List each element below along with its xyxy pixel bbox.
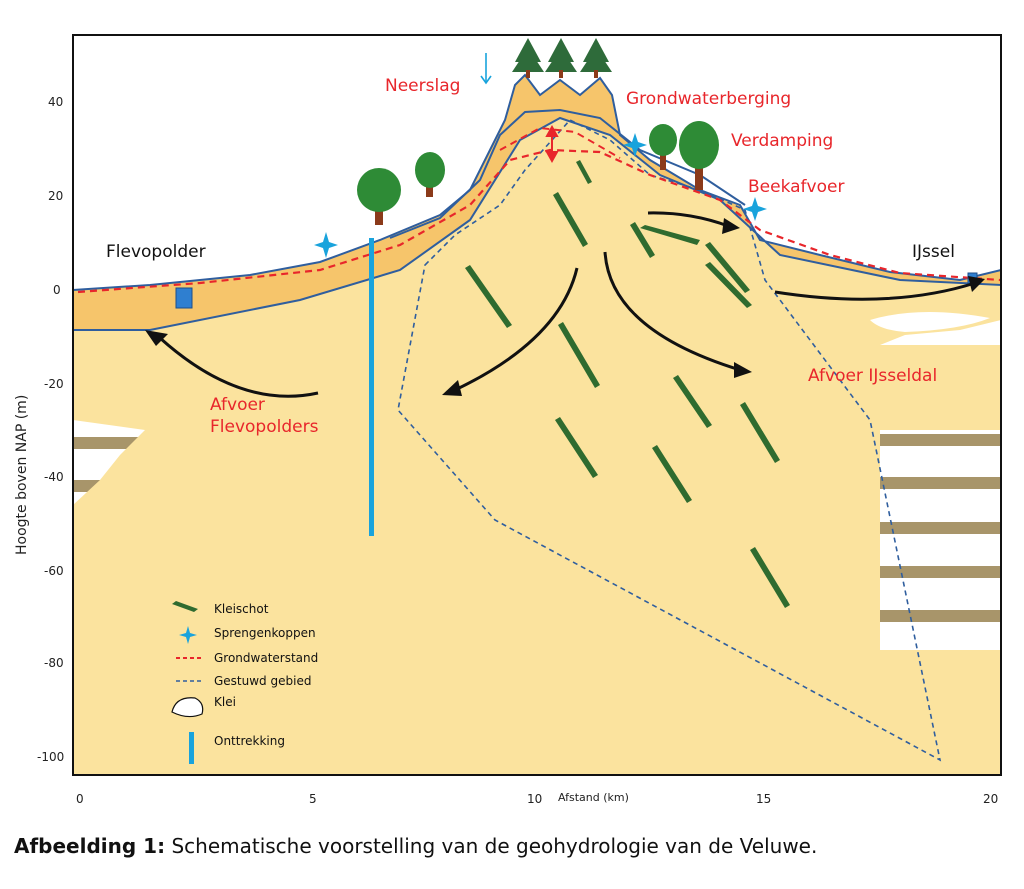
figure-caption: Afbeelding 1: Schematische voorstelling … bbox=[14, 834, 817, 858]
y-axis-label: Hoogte boven NAP (m) bbox=[14, 395, 30, 555]
label-afvoer-flevo-1: Afvoer bbox=[210, 395, 265, 415]
y-tick: 20 bbox=[48, 189, 63, 203]
x-axis: 0 5 10 15 20 Afstand (km) bbox=[76, 791, 998, 806]
deciduous-trees bbox=[357, 121, 719, 225]
clay-layers-right bbox=[880, 434, 1001, 622]
onttrekking-well bbox=[369, 238, 374, 536]
x-tick: 20 bbox=[983, 792, 998, 806]
x-tick: 5 bbox=[309, 792, 317, 806]
flow-arrows bbox=[158, 211, 976, 398]
grondwaterstand-upper bbox=[499, 126, 621, 159]
y-tick: -40 bbox=[44, 470, 64, 484]
y-tick: 40 bbox=[48, 95, 63, 109]
x-tick: 0 bbox=[76, 792, 84, 806]
kleischot-lenses bbox=[465, 160, 790, 608]
legend-kleischot: Kleischot bbox=[214, 602, 269, 616]
flevo-ditch bbox=[175, 287, 193, 309]
legend: Kleischot Sprengenkoppen Grondwaterstand… bbox=[171, 601, 318, 764]
grondwaterberging-arrow bbox=[545, 124, 559, 164]
hill-inner-outline bbox=[389, 108, 746, 239]
caption-text: Schematische voorstelling van de geohydr… bbox=[171, 834, 818, 858]
legend-klei: Klei bbox=[214, 695, 236, 709]
legend-grondwaterstand: Grondwaterstand bbox=[214, 651, 318, 665]
y-tick: 0 bbox=[53, 283, 61, 297]
legend-onttrekking-icon bbox=[189, 732, 194, 764]
legend-sprengenkoppen: Sprengenkoppen bbox=[214, 626, 316, 640]
label-flevopolder: Flevopolder bbox=[106, 242, 206, 262]
label-afvoer-flevo-2: Flevopolders bbox=[210, 417, 319, 437]
plot-frame bbox=[72, 34, 1002, 776]
white-clay-lens bbox=[870, 311, 990, 332]
sprengenkoppen-markers bbox=[314, 133, 767, 258]
caption-bold: Afbeelding 1: bbox=[14, 834, 166, 858]
sand-body bbox=[73, 118, 1001, 775]
label-ijssel: IJssel bbox=[912, 242, 955, 262]
legend-onttrekking: Onttrekking bbox=[214, 734, 285, 748]
y-tick: -60 bbox=[44, 564, 64, 578]
grondwaterstand-line bbox=[77, 148, 1001, 294]
y-axis: 40 20 0 -20 -40 -60 -80 -100 Hoogte bove… bbox=[14, 95, 64, 764]
label-verdamping: Verdamping bbox=[731, 131, 833, 151]
legend-kleischot-icon bbox=[172, 601, 198, 612]
label-afvoer-ijsseldal: Afvoer IJsseldal bbox=[808, 366, 937, 386]
legend-klei-icon bbox=[171, 697, 204, 718]
y-tick: -100 bbox=[37, 750, 64, 764]
x-tick: 15 bbox=[756, 792, 771, 806]
label-beekafvoer: Beekafvoer bbox=[748, 177, 844, 197]
legend-sprengenkoppen-icon bbox=[179, 626, 197, 644]
x-axis-label: Afstand (km) bbox=[558, 791, 629, 804]
label-neerslag: Neerslag bbox=[385, 76, 460, 96]
y-tick: -20 bbox=[44, 377, 64, 391]
neerslag-arrow bbox=[480, 53, 492, 85]
label-grondwaterberging: Grondwaterberging bbox=[626, 89, 791, 109]
flow-arrowheads bbox=[145, 218, 985, 396]
x-tick: 10 bbox=[527, 792, 542, 806]
gestuwd-gebied-outline bbox=[397, 119, 942, 762]
legend-gestuwd: Gestuwd gebied bbox=[214, 674, 311, 688]
y-tick: -80 bbox=[44, 656, 64, 670]
pine-trees bbox=[512, 38, 612, 78]
